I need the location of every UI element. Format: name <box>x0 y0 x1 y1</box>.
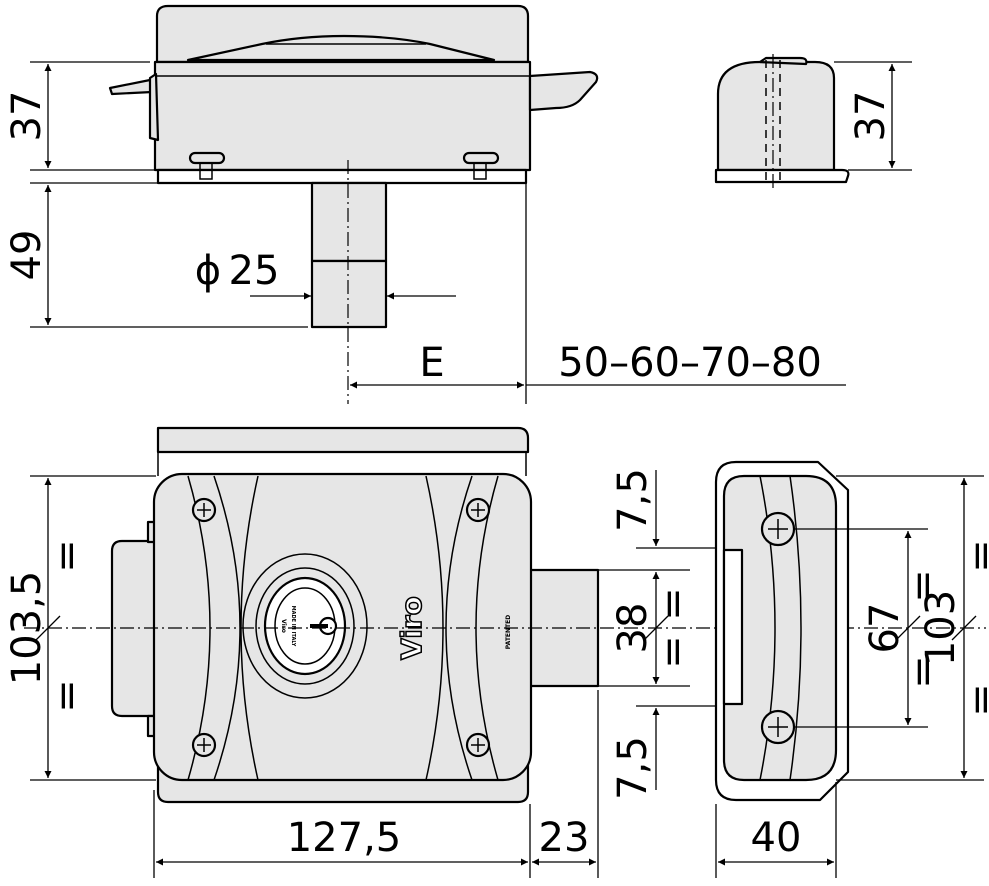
side-equal-mark-b: = <box>900 655 946 689</box>
dim-front-height: 103,5 <box>4 571 50 686</box>
side-equal-mark-a: = <box>900 569 946 603</box>
dim-bolt-width: 23 <box>539 815 590 861</box>
right-top-body <box>716 60 836 172</box>
dim-bolt-height: 38 <box>610 603 656 654</box>
dim-offset-label: E <box>419 340 444 386</box>
dim-offset-values: 50–60–70–80 <box>558 340 822 386</box>
dim-bolt-gap-bottom: 7,5 <box>610 736 656 800</box>
top-right-latch <box>528 70 599 112</box>
front-cylinder: Viro MADE IN ITALY <box>242 553 368 699</box>
dim-top-height: 37 <box>4 91 50 142</box>
front-top-lid <box>156 426 530 454</box>
side-view <box>714 460 850 802</box>
top-left-handle <box>108 78 154 96</box>
dim-shaft-height: 49 <box>4 230 50 281</box>
front-view-dimensions: 103,5 = = 127,5 23 7,5 38 7,5 = = <box>4 468 742 878</box>
top-screw-right <box>462 151 500 180</box>
front-screw-top-right <box>465 497 491 523</box>
front-back-plate <box>110 539 160 718</box>
side-screw-bottom <box>760 709 796 745</box>
top-base-plate <box>156 168 528 185</box>
dim-side-width: 40 <box>751 815 802 861</box>
right-top-dimensions: 37 <box>834 61 912 171</box>
top-view-dimensions: 37 49 ϕ 25 E 50–60–70–80 <box>4 61 846 404</box>
top-shaft-upper <box>310 181 388 263</box>
side-equal-mark-top: = <box>958 539 989 573</box>
dim-diameter-symbol: ϕ <box>195 248 221 294</box>
side-view-dimensions: 67 = = 103 = = 40 <box>715 475 989 878</box>
dim-front-width: 127,5 <box>287 815 402 861</box>
dim-screw-spacing: 67 <box>862 603 908 654</box>
bolt-equal-mark-top: = <box>650 587 696 621</box>
dim-bolt-gap-top: 7,5 <box>610 468 656 532</box>
top-left-lever <box>148 72 160 142</box>
front-screw-top-left <box>191 497 217 523</box>
patent-mark: PATENTED <box>505 615 512 649</box>
dim-right-top-height: 37 <box>848 91 894 142</box>
front-screw-bottom-left <box>191 732 217 758</box>
top-view <box>108 4 599 404</box>
brand-logo: Viro <box>395 596 428 660</box>
side-screw-top <box>760 511 796 547</box>
side-keeper-slot <box>722 548 744 706</box>
front-equal-mark-top: = <box>44 539 90 573</box>
right-top-view <box>714 54 850 190</box>
dim-shaft-diameter: 25 <box>229 248 280 294</box>
side-body <box>722 474 838 782</box>
front-equal-mark-bottom: = <box>44 679 90 713</box>
front-screw-bottom-right <box>465 732 491 758</box>
top-screw-left <box>188 151 226 180</box>
cylinder-origin-text: MADE IN ITALY <box>290 606 296 647</box>
bolt-equal-mark-bottom: = <box>650 635 696 669</box>
cylinder-brand-text: Viro <box>280 619 287 633</box>
top-cylinder-bump <box>186 34 496 62</box>
right-top-base <box>714 168 850 184</box>
dim-side-height: 103 <box>918 590 964 666</box>
top-shaft-lower <box>310 259 388 329</box>
right-top-lip <box>758 56 808 66</box>
side-equal-mark-bottom: = <box>958 683 989 717</box>
